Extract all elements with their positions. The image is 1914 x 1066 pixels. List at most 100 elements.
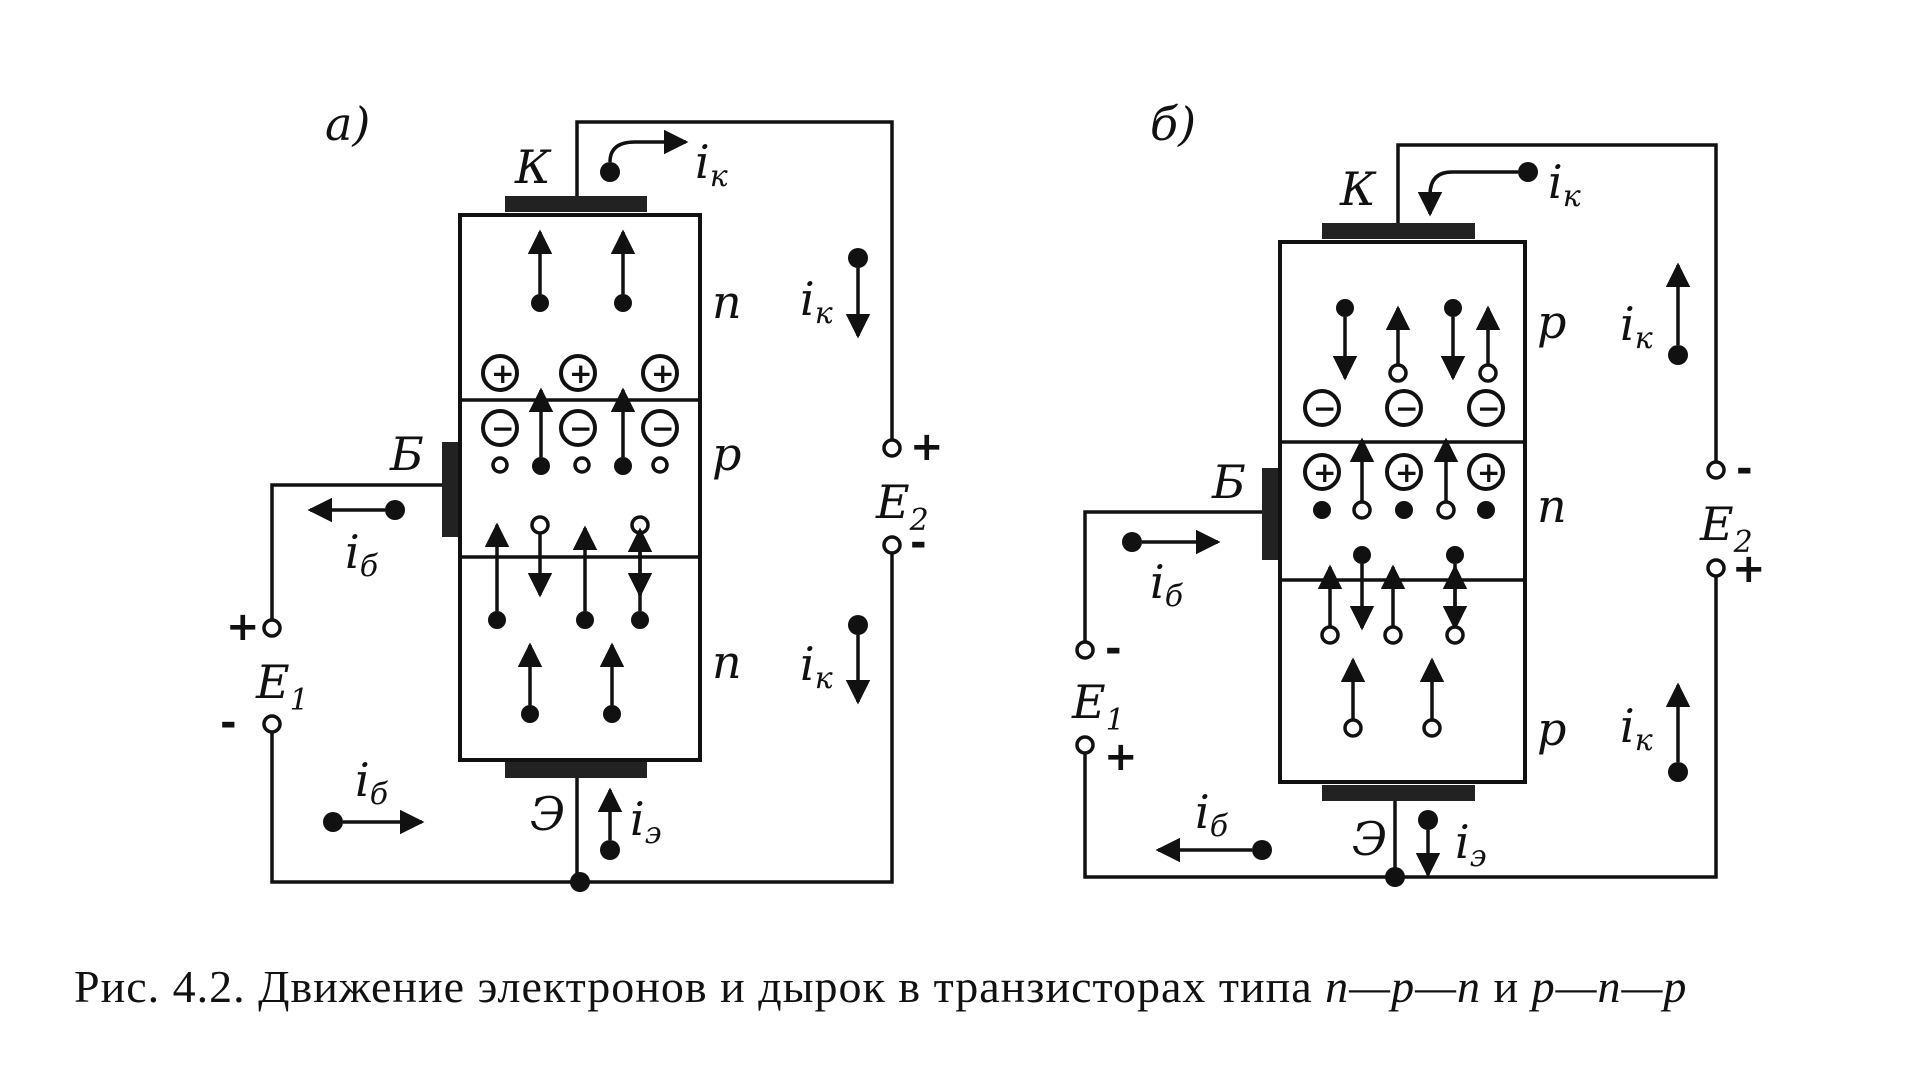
panel-b-e1-plus-terminal <box>1075 735 1095 755</box>
panel-b-wire-e2-plus <box>1395 575 1718 879</box>
panel-a-e1-minus-terminal <box>262 714 282 734</box>
svg-text:−: − <box>1477 392 1500 425</box>
svg-text:iк: iк <box>1548 155 1581 214</box>
panel-b-negative-ions: − − − <box>1303 389 1505 427</box>
panel-b-collector-label: К <box>1339 162 1377 216</box>
svg-text:iэ: iэ <box>630 792 662 851</box>
panel-a-e1-minus: - <box>220 700 237 746</box>
panel-b-node <box>1385 867 1405 887</box>
panel-b-crystal <box>1278 240 1527 784</box>
panel-a-e2-minus-terminal <box>882 535 902 555</box>
panel-b-base-label: Б <box>1211 455 1246 509</box>
svg-text:iб: iб <box>1195 785 1229 844</box>
panel-a-base-label: Б <box>389 427 424 481</box>
panel-a-npn: а) + - + - E2 E1 К Б Э n p n <box>220 97 944 892</box>
panel-b-e1-plus: + <box>1104 734 1138 780</box>
panel-a-e2-label: E2 <box>875 475 929 538</box>
panel-a-e1-plus: + <box>226 604 260 650</box>
svg-text:−: − <box>569 412 592 445</box>
panel-a-base-carriers <box>491 387 669 598</box>
panel-a-wire-e2-minus <box>580 548 894 884</box>
panel-a-e1-plus-terminal <box>262 618 282 638</box>
caption-joiner: и <box>1480 961 1532 1012</box>
panel-b-pnp: б) - + - + E2 E1 К Б Э p n p − − − <box>1071 97 1766 887</box>
svg-text:+: + <box>1477 456 1500 489</box>
svg-text:+: + <box>1313 456 1336 489</box>
panel-b-current-ik-right-2: iк <box>1620 682 1691 782</box>
panel-b-emitter-contact <box>1322 785 1475 801</box>
panel-b-e2-minus-terminal <box>1706 460 1726 480</box>
svg-text:+: + <box>491 357 514 390</box>
panel-a-current-ik-top: iк <box>600 129 728 194</box>
panel-a-e2-minus: - <box>910 520 927 566</box>
svg-text:iб: iб <box>355 753 389 812</box>
panel-a-emitter-label: Э <box>530 787 565 841</box>
panel-a-e2-plus-terminal <box>882 438 902 458</box>
panel-b-base-contact <box>1262 468 1278 560</box>
panel-a-crystal <box>458 213 702 762</box>
panel-b-collector-carriers <box>1332 299 1501 383</box>
panel-a-positive-ions: + + + <box>481 354 679 392</box>
svg-text:+: + <box>1395 456 1418 489</box>
panel-a-tag: а) <box>325 97 370 151</box>
svg-text:−: − <box>651 412 674 445</box>
svg-text:−: − <box>1313 392 1336 425</box>
panel-b-e1-label: E1 <box>1071 675 1125 738</box>
panel-b-wire-collector <box>1396 143 1718 462</box>
svg-text:+: + <box>569 357 592 390</box>
svg-text:+: + <box>651 357 674 390</box>
svg-text:iб: iб <box>1150 555 1184 614</box>
panel-a-current-ik-right-1: iк <box>800 248 871 339</box>
panel-a-node <box>570 872 590 892</box>
panel-b-e2-minus: - <box>1736 446 1753 492</box>
panel-a-current-ie: iэ <box>597 787 662 860</box>
panel-b-current-ie: iэ <box>1415 810 1487 878</box>
svg-text:iэ: iэ <box>1455 815 1487 874</box>
svg-text:−: − <box>491 412 514 445</box>
panel-a-collector-label: К <box>514 140 552 194</box>
panel-a-current-ib-1: iб <box>307 497 405 584</box>
panel-a-layer-bot: n <box>712 635 742 689</box>
panel-b-wire-emitter <box>1083 750 1397 879</box>
panel-b-emitter-label: Э <box>1352 812 1387 866</box>
panel-a-base-contact <box>442 442 458 537</box>
caption-type-pnp: p—n—p <box>1531 961 1688 1012</box>
panel-b-layer-mid: n <box>1537 479 1567 533</box>
panel-a-e1-label: E1 <box>255 655 309 718</box>
panel-a-layer-top: n <box>712 275 742 329</box>
panel-b-e2-label: E2 <box>1699 497 1753 560</box>
panel-b-e2-plus: + <box>1732 546 1766 592</box>
panel-a-negative-ions: − − − <box>481 409 679 447</box>
panel-b-e1-minus: - <box>1105 626 1122 672</box>
panel-b-current-ib-2: iб <box>1155 785 1272 863</box>
panel-b-e1-minus-terminal <box>1075 640 1095 660</box>
caption-prefix: Рис. 4.2. Движение электронов и дырок в … <box>74 961 1326 1012</box>
panel-a-electrons-collector <box>527 229 636 312</box>
panel-b-layer-bot: p <box>1537 702 1566 756</box>
panel-b-emitter-holes <box>1317 564 1468 738</box>
panel-b-current-ik-top: iк <box>1417 155 1581 217</box>
panel-b-current-ib-1: iб <box>1122 529 1221 614</box>
panel-a-electrons-emitter <box>484 522 653 723</box>
svg-text:iб: iб <box>345 525 379 584</box>
panel-a-collector-contact <box>505 196 647 212</box>
panel-a-wire-emitter <box>270 730 579 884</box>
panel-a-layer-mid: p <box>712 427 741 481</box>
panel-b-current-ik-right-1: iк <box>1620 262 1691 365</box>
panel-b-tag: б) <box>1150 97 1196 151</box>
svg-text:iк: iк <box>800 637 833 696</box>
svg-text:iк: iк <box>695 135 728 194</box>
figure-caption: Рис. 4.2. Движение электронов и дырок в … <box>74 960 1904 1013</box>
panel-a-e2-plus: + <box>910 424 944 470</box>
panel-a-emitter-contact <box>505 762 647 778</box>
panel-b-wire-base <box>1083 510 1262 643</box>
svg-text:iк: iк <box>1620 297 1653 356</box>
panel-a-current-ik-right-2: iк <box>800 615 871 705</box>
svg-text:iк: iк <box>1620 699 1653 758</box>
panel-b-positive-ions: + + + <box>1303 453 1505 491</box>
panel-a-wire-collector <box>575 120 894 440</box>
svg-text:iк: iк <box>800 272 833 331</box>
panel-a-current-ib-2: iб <box>323 753 425 835</box>
panel-b-e2-plus-terminal <box>1706 558 1726 578</box>
